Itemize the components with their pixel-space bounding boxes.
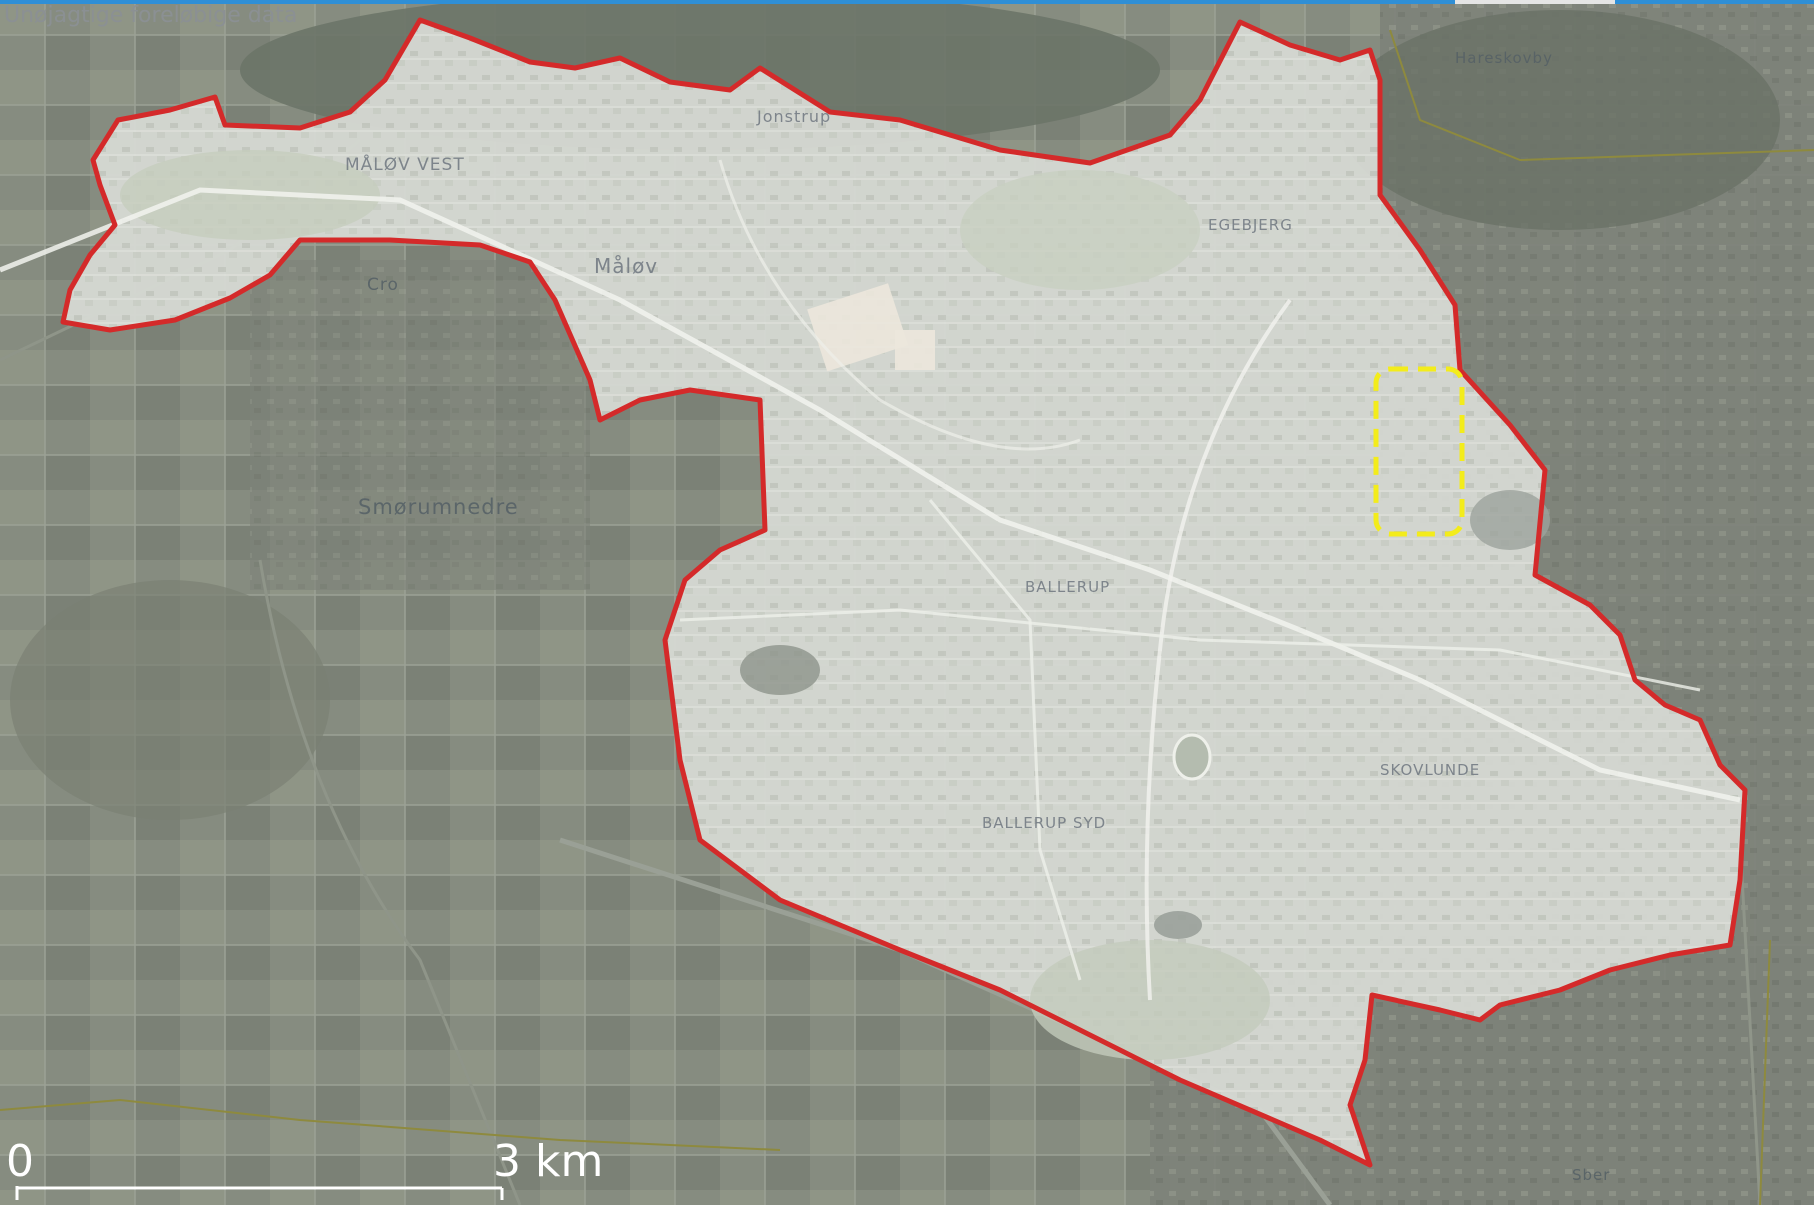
label-hareskovby: Hareskovby <box>1455 49 1553 67</box>
scale-end-label: 3 km <box>493 1136 603 1187</box>
municipal-border-olive-1 <box>1389 29 1814 162</box>
municipality-area <box>63 20 1745 1165</box>
scale-start-label: 0 <box>6 1136 34 1187</box>
railway <box>0 187 1741 803</box>
top-logo-stripe <box>1455 0 1615 4</box>
field-patch-1 <box>807 283 909 372</box>
municipal-border-olive-3 <box>1759 939 1771 1205</box>
scale-line <box>15 1186 504 1200</box>
forest-southwest <box>10 580 330 820</box>
scale-bar: 0 3 km <box>6 1136 603 1200</box>
municipality-boundary <box>60 17 1748 1168</box>
road-east-west <box>679 608 1701 692</box>
road-central <box>928 499 1082 981</box>
road-southwest <box>258 559 522 1205</box>
road-north-south <box>1144 298 1292 1001</box>
green-area-north <box>960 170 1200 290</box>
lake-3 <box>1470 490 1550 550</box>
label-jonstrup: Jonstrup <box>756 107 831 126</box>
road-east-out <box>1738 839 1762 1205</box>
label-skovlunde: SKOVLUNDE <box>1380 761 1480 779</box>
municipal-border-olive-2 <box>0 1098 781 1151</box>
road-ring <box>718 159 1081 451</box>
label-ballerup: BALLERUP <box>1025 578 1110 596</box>
label-egebjerg: EGEBJERG <box>1208 216 1293 234</box>
label-cro: Cro <box>367 275 399 295</box>
label-maalov-vest: MÅLØV VEST <box>345 153 465 175</box>
label-smorumnedre: Smørumnedre <box>358 495 519 519</box>
field-patch-2 <box>895 330 935 370</box>
forest-northeast <box>1340 10 1780 230</box>
outside-village-west <box>250 260 590 590</box>
lake-1 <box>740 645 820 695</box>
label-ballerup-syd: BALLERUP SYD <box>982 814 1106 832</box>
sports-ground <box>1172 733 1212 781</box>
label-sber: Sber <box>1572 1166 1610 1184</box>
top-stripe <box>0 0 1814 4</box>
lake-2 <box>1154 911 1202 939</box>
label-maalov: Måløv <box>594 254 658 278</box>
disclaimer-text: Unøjagtige foreløbige data <box>4 3 297 28</box>
highlight-area[interactable] <box>1373 366 1465 537</box>
